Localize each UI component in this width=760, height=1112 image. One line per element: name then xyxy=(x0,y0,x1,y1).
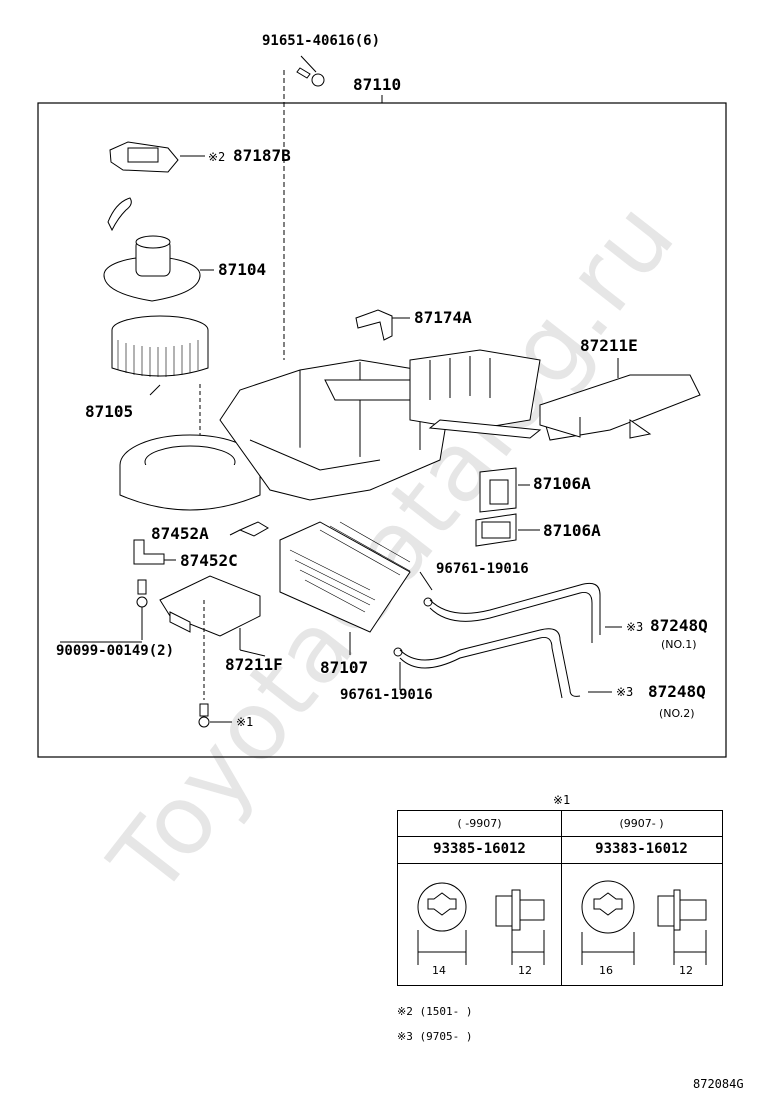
label-87452c: 87452C xyxy=(180,551,238,570)
label-87107: 87107 xyxy=(320,658,369,677)
filter-icon xyxy=(475,467,540,547)
bracket-a-icon xyxy=(238,521,269,537)
resistor-icon xyxy=(109,141,205,173)
fan-icon xyxy=(111,315,209,377)
clip-icon xyxy=(107,197,132,232)
bolt-1-icon xyxy=(198,600,232,728)
note-87248q-1: ※3 xyxy=(626,620,644,634)
label-96761-1: 96761-19016 xyxy=(436,561,529,577)
label-87211e: 87211E xyxy=(580,336,638,355)
note-bolt-1: ※1 xyxy=(236,715,254,729)
legend-bolt-drawings xyxy=(417,880,707,965)
screw-icon xyxy=(283,55,325,360)
blower-motor-icon xyxy=(103,235,214,302)
bracket-c-icon xyxy=(133,539,165,565)
note-87187b: ※2 xyxy=(208,150,226,164)
bracket-icon xyxy=(355,309,393,341)
heater-core-icon xyxy=(279,521,411,655)
diagram-code: 872084G xyxy=(693,1077,744,1091)
legend-date-2: (9907- ) xyxy=(561,811,722,837)
duct-f-icon xyxy=(159,575,261,650)
label-87248q-1: 87248Q xyxy=(650,616,708,635)
legend-part-2: 93383-16012 xyxy=(561,836,722,864)
label-87104: 87104 xyxy=(218,260,267,279)
legend-part-1: 93385-16012 xyxy=(398,836,561,864)
footnote-3: ※3 (9705- ) xyxy=(397,1030,473,1043)
duct-e-icon xyxy=(539,358,701,441)
label-87174a: 87174A xyxy=(414,308,472,327)
legend-dim-head-2: 16 xyxy=(599,964,613,977)
sub-87248q-1: (NO.1) xyxy=(661,638,697,651)
legend-date-1: ( -9907) xyxy=(398,811,561,837)
legend-col-2: (9907- ) 93383-16012 16 12 xyxy=(561,811,722,985)
sub-87248q-2: (NO.2) xyxy=(659,707,695,720)
label-87452a: 87452A xyxy=(151,524,209,543)
label-91651: 91651-40616(6) xyxy=(262,33,381,49)
legend-table: ( -9907) 93385-16012 14 12 (9907- ) 9338… xyxy=(397,810,723,986)
label-96761-2: 96761-19016 xyxy=(340,687,433,703)
legend-title: ※1 xyxy=(553,793,571,807)
label-87106a-1: 87106A xyxy=(533,474,591,493)
label-87187b: 87187B xyxy=(233,146,291,165)
note-87248q-2: ※3 xyxy=(616,685,634,699)
label-87211f: 87211F xyxy=(225,655,283,674)
bolt-icon xyxy=(136,579,148,640)
label-87248q-2: 87248Q xyxy=(648,682,706,701)
legend-dim-shank-1: 12 xyxy=(518,964,532,977)
pipe-icon xyxy=(393,571,622,699)
label-87110: 87110 xyxy=(353,75,402,94)
legend-col-1: ( -9907) 93385-16012 14 12 xyxy=(398,811,562,985)
label-90099: 90099-00149(2) xyxy=(56,643,175,659)
duct-icon xyxy=(409,349,542,439)
heater-housing-icon xyxy=(119,359,451,511)
legend-dim-head-1: 14 xyxy=(432,964,446,977)
label-87105: 87105 xyxy=(85,402,134,421)
legend-dim-shank-2: 12 xyxy=(679,964,693,977)
footnote-2: ※2 (1501- ) xyxy=(397,1005,473,1018)
label-87106a-2: 87106A xyxy=(543,521,601,540)
